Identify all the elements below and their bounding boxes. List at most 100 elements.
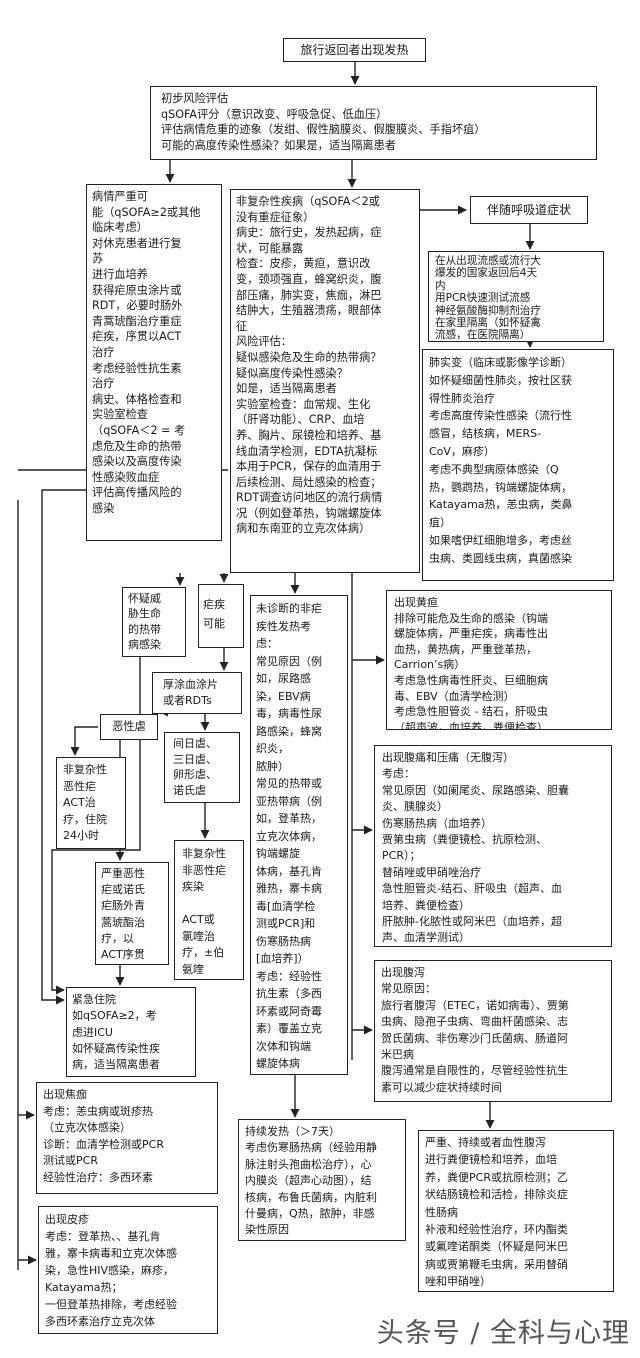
- box-text-line: 非复杂性疾病（qSOFA＜2或: [236, 195, 380, 208]
- severe-diarrhea-box: 严重、持续或者血性腹泻进行粪便镜检和培养，血培养，粪便PCR或抗原检测；乙状结肠…: [418, 1130, 614, 1292]
- box-text-line: ACT或: [182, 913, 215, 926]
- box-text-line: 出现皮疹: [45, 1213, 89, 1226]
- box-text-line: 脓肿）: [256, 759, 289, 773]
- box-text-line: 如，尿路感: [256, 672, 311, 685]
- box-text-line: 疾性发热考: [256, 619, 311, 633]
- box-text-line: 染，EBV病: [256, 689, 311, 703]
- box-text-line: 伤寒肠热病（血培养）: [382, 816, 492, 830]
- box-text-line: 治疗: [92, 345, 115, 359]
- box-text-line: 多西环素治疗立克次体: [45, 1315, 155, 1328]
- box-text-line: 在从出现流感或流行大: [435, 255, 541, 267]
- box-text-line: 后续检测、局灶感染的检查；: [236, 475, 382, 489]
- box-text-line: （肝肾功能）、CRP、血培: [236, 413, 365, 427]
- box-text-line: RDT调查访问地区的流行病情: [236, 491, 383, 505]
- box-text-line: 严重、持续或者血性腹泻: [425, 1136, 546, 1149]
- box-text-line: ACT治: [63, 796, 96, 809]
- rash-box: 出现皮疹考虑：登革热、、基孔肯雅，寨卡病毒和立克次体感染，急性HIV感染，麻疹，…: [38, 1206, 218, 1334]
- box-text-line: 紧急住院: [72, 993, 116, 1006]
- box-text-line: 病情严重可: [92, 190, 148, 203]
- box-text-line: 织炎，: [256, 742, 289, 755]
- box-text-line: 炎、胰腺炎）: [382, 800, 448, 814]
- box-text-line: 风险评估：: [236, 335, 292, 349]
- box-text-line: 进行血培养: [92, 267, 148, 281]
- malaria-possible-box: 疟疾可能: [198, 584, 244, 648]
- box-text-line: PCR）；: [382, 849, 421, 863]
- box-text-line: 出现腹泻: [381, 966, 425, 979]
- box-text-line: 虑：: [256, 637, 278, 650]
- box-text-line: 病和东南亚的立克次体病）: [236, 522, 371, 536]
- start-box: 旅行返回者出现发热: [283, 38, 426, 62]
- box-text-line: 旅行返回者出现发热: [300, 43, 409, 57]
- box-text-line: 环素或阿奇霉: [256, 1004, 322, 1018]
- box-text-line: 诺氏虐: [173, 783, 206, 797]
- box-text-line: 贾第虫病（粪便镜检、抗原检测、: [382, 833, 547, 847]
- box-text-line: 结肿大，生殖器溃疡，眼部体: [236, 304, 382, 318]
- avian-influenza-box: 在从出现流感或流行大爆发的国家返回后4天内用PCR快速测试流感神经氨酸酶抑制剂治…: [428, 251, 604, 342]
- box-text-line: 实验室检查: [92, 408, 148, 422]
- box-text-line: 疑似感染危及生命的热带病？: [236, 350, 382, 364]
- box-text-line: 考虑：恙虫病或斑疹热: [43, 1104, 153, 1118]
- box-text-line: 如怀疑细菌性肺炎，按社区获: [429, 373, 572, 387]
- box-text-line: 或者RDTs: [163, 694, 212, 707]
- box-text-line: CoV，麻疹）: [429, 444, 495, 458]
- box-text-line: 核病，布鲁氏菌病，内脏利: [245, 1190, 377, 1204]
- box-text-line: 腹泻通常是自限性的，尽管经验性抗生: [381, 1064, 568, 1078]
- box-text-line: 一但登革热排除，考虑经验: [45, 1298, 177, 1311]
- box-text-line: （立克次体感染）: [43, 1121, 131, 1135]
- box-text-line: 脉注射头孢曲松治疗），心: [245, 1157, 372, 1171]
- box-text-line: 24小时: [63, 829, 99, 842]
- box-text-line: 测试或PCR: [43, 1154, 98, 1168]
- box-text-line: 疟疾，序贯以ACT: [92, 330, 182, 344]
- blood-smear-box: 厚涂血涂片或者RDTs: [152, 672, 242, 714]
- box-text-line: 非复杂性: [182, 847, 226, 860]
- box-text-line: 病或贾第鞭毛虫病，采用替硝: [425, 1257, 568, 1271]
- box-text-line: 钩端螺旋: [256, 847, 300, 860]
- box-text-line: 神经氨酸酶抑制剂治疗: [435, 304, 541, 317]
- box-text-line: 检查：皮疹，黄疸，意识改: [236, 257, 371, 271]
- box-text-line: 疗，以: [101, 931, 134, 945]
- box-text-line: 可能的高度传染性感染？如果是，适当隔离患者: [161, 138, 396, 152]
- box-text-line: 疾染: [182, 880, 204, 893]
- box-text-line: 病，适当隔离患者: [72, 1058, 160, 1072]
- box-text-line: 雅，寨卡病毒和立克次体感: [45, 1247, 177, 1260]
- box-text-line: 疽）: [429, 516, 451, 530]
- box-text-line: 如怀疑高传染性疾: [72, 1041, 160, 1055]
- box-text-line: 爆发的国家返回后4天: [435, 267, 538, 280]
- box-text-line: 立克次体病，: [256, 829, 322, 843]
- box-text-line: 变，颈项强直，蜂窝织炎，腹: [236, 272, 382, 286]
- box-text-line: 线血清学检测，EDTA抗凝标: [236, 444, 378, 458]
- box-text-line: 常见原因（如阑尾炎、尿路感染、胆囊: [382, 783, 569, 797]
- box-text-line: 获得疟原虫涂片或: [92, 283, 182, 297]
- jaundice-box: 出现黄疸排除可能危及生命的感染（钩端螺旋体病，严重疟疾，病毒性出血热，黄热病，严…: [386, 590, 612, 730]
- box-text-line: 旅行者腹泻（ETEC，诺如病毒）、贾第: [381, 998, 569, 1012]
- box-text-line: 经验性治疗：多西环素: [43, 1170, 153, 1184]
- box-text-line: 性感染败血症: [92, 470, 160, 484]
- box-text-line: 性肠病: [425, 1205, 458, 1219]
- box-text-line: 声、血清学测试）: [382, 931, 470, 945]
- box-text-line: 疗，住院: [63, 812, 107, 826]
- box-text-line: 恶性虐: [112, 720, 146, 733]
- box-text-line: 本用于PCR，保存的血清用于: [236, 460, 382, 474]
- box-text-line: 持续发热（＞7天）: [245, 1125, 340, 1138]
- box-text-line: （超声波，血培养，粪便检查）: [394, 720, 548, 730]
- box-text-line: 临床考虑）: [92, 221, 148, 235]
- other-plasmodium-box: 间日虐、三日虐、卵形虐、诺氏虐: [164, 732, 240, 803]
- box-text-line: 流感，在医院隔离）: [435, 329, 531, 342]
- severe-illness-box: 病情严重可能（qSOFA≥2或其他临床考虑）对休克患者进行复苏进行血培养获得疟原…: [86, 184, 222, 541]
- box-text-line: 热，鹦鹉热，钩端螺旋体病，: [429, 480, 572, 494]
- box-text-line: 可能: [203, 617, 225, 630]
- box-text-line: 急性胆管炎-结石、肝吸虫（超声、血: [382, 882, 562, 896]
- pneumonia-box: 肺实变（临床或影像学诊断）如怀疑细菌性肺炎，按社区获得性肺炎治疗考虑高度传染性感…: [422, 349, 614, 581]
- box-text-line: 毒[血清学检: [256, 899, 316, 913]
- box-text-line: 毒、EBV（血清学检测）: [394, 689, 515, 703]
- box-text-line: 或氟喹诺酮类（怀疑是阿米巴: [425, 1240, 568, 1254]
- box-text-line: 考虑伤寒肠热病（经验用静: [245, 1141, 377, 1155]
- box-text-line: 螺旋体病: [256, 1057, 300, 1070]
- box-text-line: 氯喹治: [182, 929, 215, 943]
- box-text-line: ACT序贯: [101, 948, 145, 962]
- respiratory-symptoms-box: 伴随呼吸道症状: [470, 196, 588, 224]
- box-text-line: 内: [435, 279, 446, 292]
- box-text-line: 虫病、类圆线虫病，真菌感染: [429, 551, 572, 565]
